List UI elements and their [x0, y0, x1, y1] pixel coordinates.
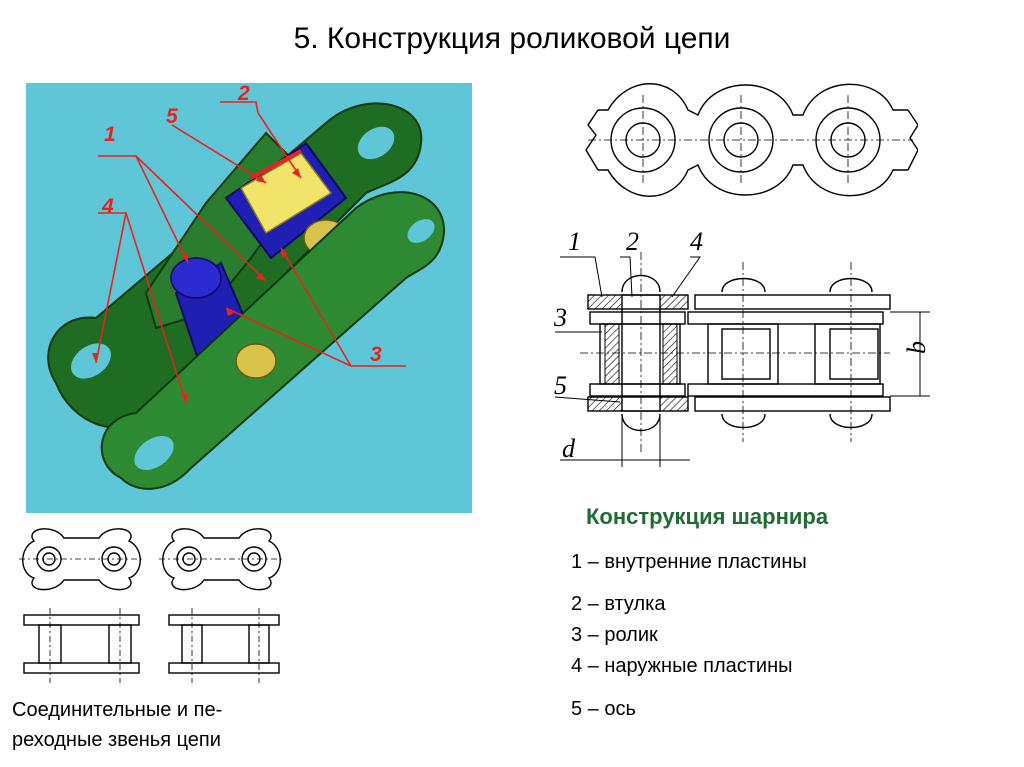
drawing-label-2: 2: [626, 227, 639, 256]
legend-item-3: 3 – ролик: [571, 624, 658, 646]
dimension-d: d: [562, 434, 576, 463]
render-label-5: 5: [166, 105, 178, 128]
drawing-label-1: 1: [568, 227, 581, 256]
page-title: 5. Конструкция роликовой цепи: [293, 22, 731, 55]
connecting-link-top-left: [22, 528, 141, 591]
connecting-links-caption: Соединительные и пе- реходные звенья цеп…: [12, 695, 312, 755]
outer-plate-front: [100, 191, 446, 490]
leader-arrowheads: [92, 168, 301, 403]
dimension-b: b: [902, 341, 931, 354]
chain-outline-svg: [585, 83, 918, 197]
caption-line-2: реходные звенья цепи: [12, 729, 221, 751]
leader-lines: [95, 101, 406, 404]
caption-line-1: Соединительные и пе-: [12, 699, 223, 721]
hinge-section-drawing: 1 2 4 3 5 d b: [540, 222, 940, 472]
render-label-2: 2: [237, 83, 250, 105]
drawing-label-3: 3: [553, 303, 567, 332]
connecting-links-svg: [19, 528, 284, 683]
legend-item-5: 5 – ось: [571, 698, 636, 720]
chain-3d-render: 2 5 1 4 3: [26, 83, 472, 513]
chain-render-svg: 2 5 1 4 3: [47, 83, 446, 490]
drawing-label-5: 5: [554, 371, 567, 400]
drawing-label-4: 4: [690, 227, 703, 256]
legend-item-2: 2 – втулка: [571, 593, 666, 615]
legend-item-1: 1 – внутренние пластины: [571, 551, 807, 573]
chain-outline-drawing: [578, 80, 918, 200]
legend-item-4: 4 – наружные пластины: [571, 655, 793, 677]
render-label-4: 4: [101, 195, 114, 218]
connecting-links-drawing: [14, 523, 284, 688]
render-label-1: 1: [104, 123, 116, 146]
render-label-3: 3: [370, 343, 382, 366]
hinge-title: Конструкция шарнира: [586, 504, 829, 529]
hinge-section-svg: 1 2 4 3 5 d b: [553, 227, 931, 467]
connecting-link-top-right: [162, 528, 281, 591]
